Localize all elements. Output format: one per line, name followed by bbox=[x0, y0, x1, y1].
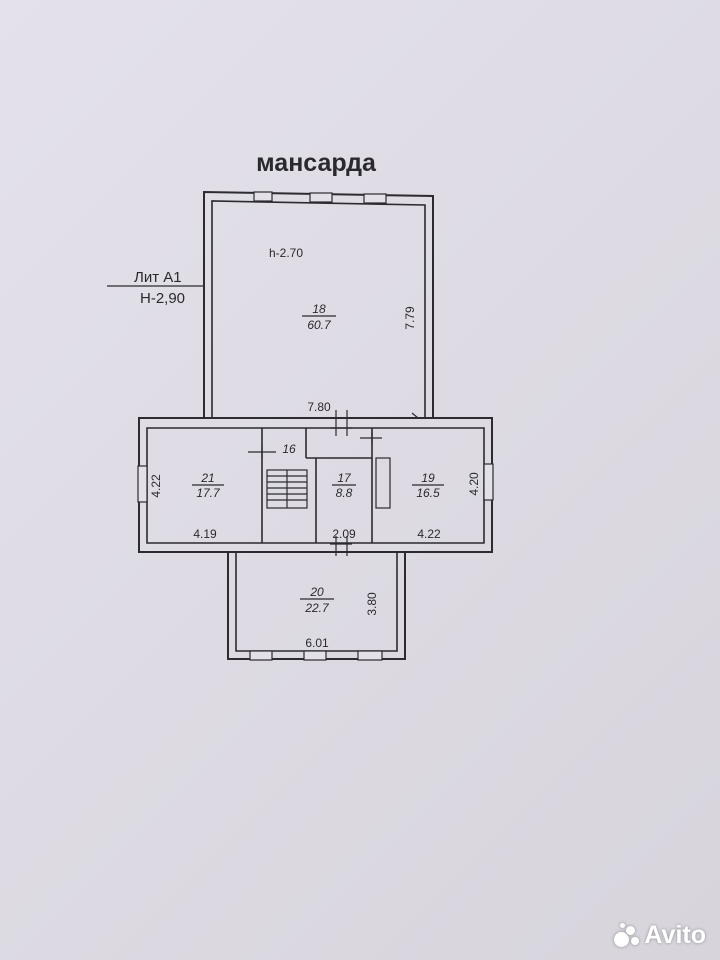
window bbox=[137, 465, 148, 503]
staircase bbox=[266, 469, 308, 509]
lit-height: Н-2,90 bbox=[140, 290, 185, 307]
window bbox=[249, 650, 273, 661]
room-area: 16.5 bbox=[416, 486, 440, 500]
plan-title: мансарда bbox=[256, 149, 377, 177]
window bbox=[357, 650, 383, 661]
room-21-label: 21 17.7 bbox=[192, 471, 224, 500]
door-marks bbox=[248, 410, 419, 556]
window bbox=[363, 193, 387, 204]
lit-label-group: Лит А1 Н-2,90 bbox=[107, 269, 205, 307]
room-16-number: 16 bbox=[282, 442, 296, 456]
room-number: 19 bbox=[421, 471, 435, 485]
room-17-label: 17 8.8 bbox=[332, 471, 356, 500]
dimension-room21-width: 4.19 bbox=[193, 527, 217, 541]
room-number: 18 bbox=[312, 302, 326, 316]
avito-watermark: Avito bbox=[612, 921, 706, 950]
avito-text: Avito bbox=[644, 921, 706, 949]
dimension-room19-height: 4.20 bbox=[467, 472, 481, 496]
window bbox=[253, 191, 273, 202]
dimension-room20-height: 3.80 bbox=[365, 592, 379, 616]
room-area: 60.7 bbox=[307, 318, 332, 332]
room-number: 17 bbox=[337, 471, 352, 485]
dimension-room19-width: 4.22 bbox=[417, 527, 441, 541]
room-area: 8.8 bbox=[336, 486, 353, 500]
room-19-label: 19 16.5 bbox=[412, 471, 444, 500]
room-number: 21 bbox=[200, 471, 214, 485]
shaft bbox=[375, 457, 391, 509]
room-20-label: 20 22.7 bbox=[300, 585, 334, 615]
lit-label: Лит А1 bbox=[134, 269, 182, 286]
room-number: 20 bbox=[309, 585, 324, 599]
dimension-room18-width: 7.80 bbox=[307, 400, 331, 414]
window bbox=[309, 192, 333, 203]
room-area: 22.7 bbox=[304, 601, 330, 615]
room-area: 17.7 bbox=[196, 486, 221, 500]
ceiling-height: h-2.70 bbox=[269, 246, 303, 260]
avito-logo-icon bbox=[612, 922, 640, 950]
window bbox=[483, 463, 494, 501]
dimension-room18-height: 7.79 bbox=[403, 306, 417, 330]
dimension-room20-width: 6.01 bbox=[305, 636, 329, 650]
dimension-room17-width: 2.09 bbox=[332, 527, 356, 541]
dimension-room21-height: 4.22 bbox=[149, 474, 163, 498]
window bbox=[303, 650, 327, 661]
room-18-label: 18 60.7 bbox=[302, 302, 336, 332]
